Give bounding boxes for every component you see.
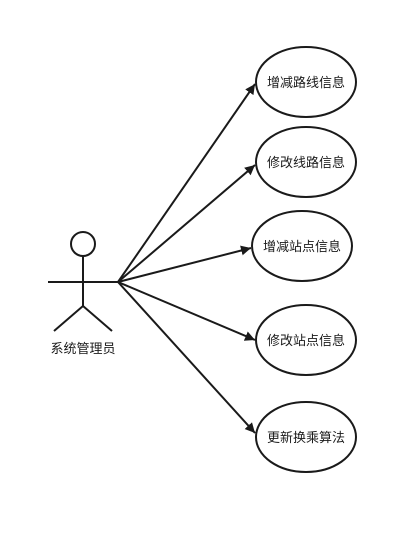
use-case-label: 增减路线信息 — [267, 75, 345, 91]
use-case-uc1: 增减路线信息 — [255, 46, 357, 118]
actor: 系统管理员 — [48, 231, 118, 357]
associations — [117, 83, 256, 434]
actor-left-leg — [53, 305, 84, 332]
association-uc5 — [117, 281, 256, 434]
use-case-uc4: 修改站点信息 — [255, 304, 357, 376]
use-case-label: 更新换乘算法 — [267, 430, 345, 446]
actor-label: 系统管理员 — [50, 342, 115, 357]
actor-right-leg — [82, 305, 113, 332]
association-uc1 — [117, 83, 256, 283]
actor-head — [70, 231, 96, 257]
association-uc4 — [117, 281, 256, 341]
use-case-label: 修改站点信息 — [267, 333, 345, 349]
use-case-label: 增减站点信息 — [263, 239, 341, 255]
use-case-uc5: 更新换乘算法 — [255, 401, 357, 473]
use-case-label: 修改线路信息 — [267, 155, 345, 171]
association-uc3 — [117, 245, 252, 283]
use-case-uc2: 修改线路信息 — [255, 126, 357, 198]
association-uc2 — [117, 164, 256, 283]
use-case-uc3: 增减站点信息 — [251, 210, 353, 282]
